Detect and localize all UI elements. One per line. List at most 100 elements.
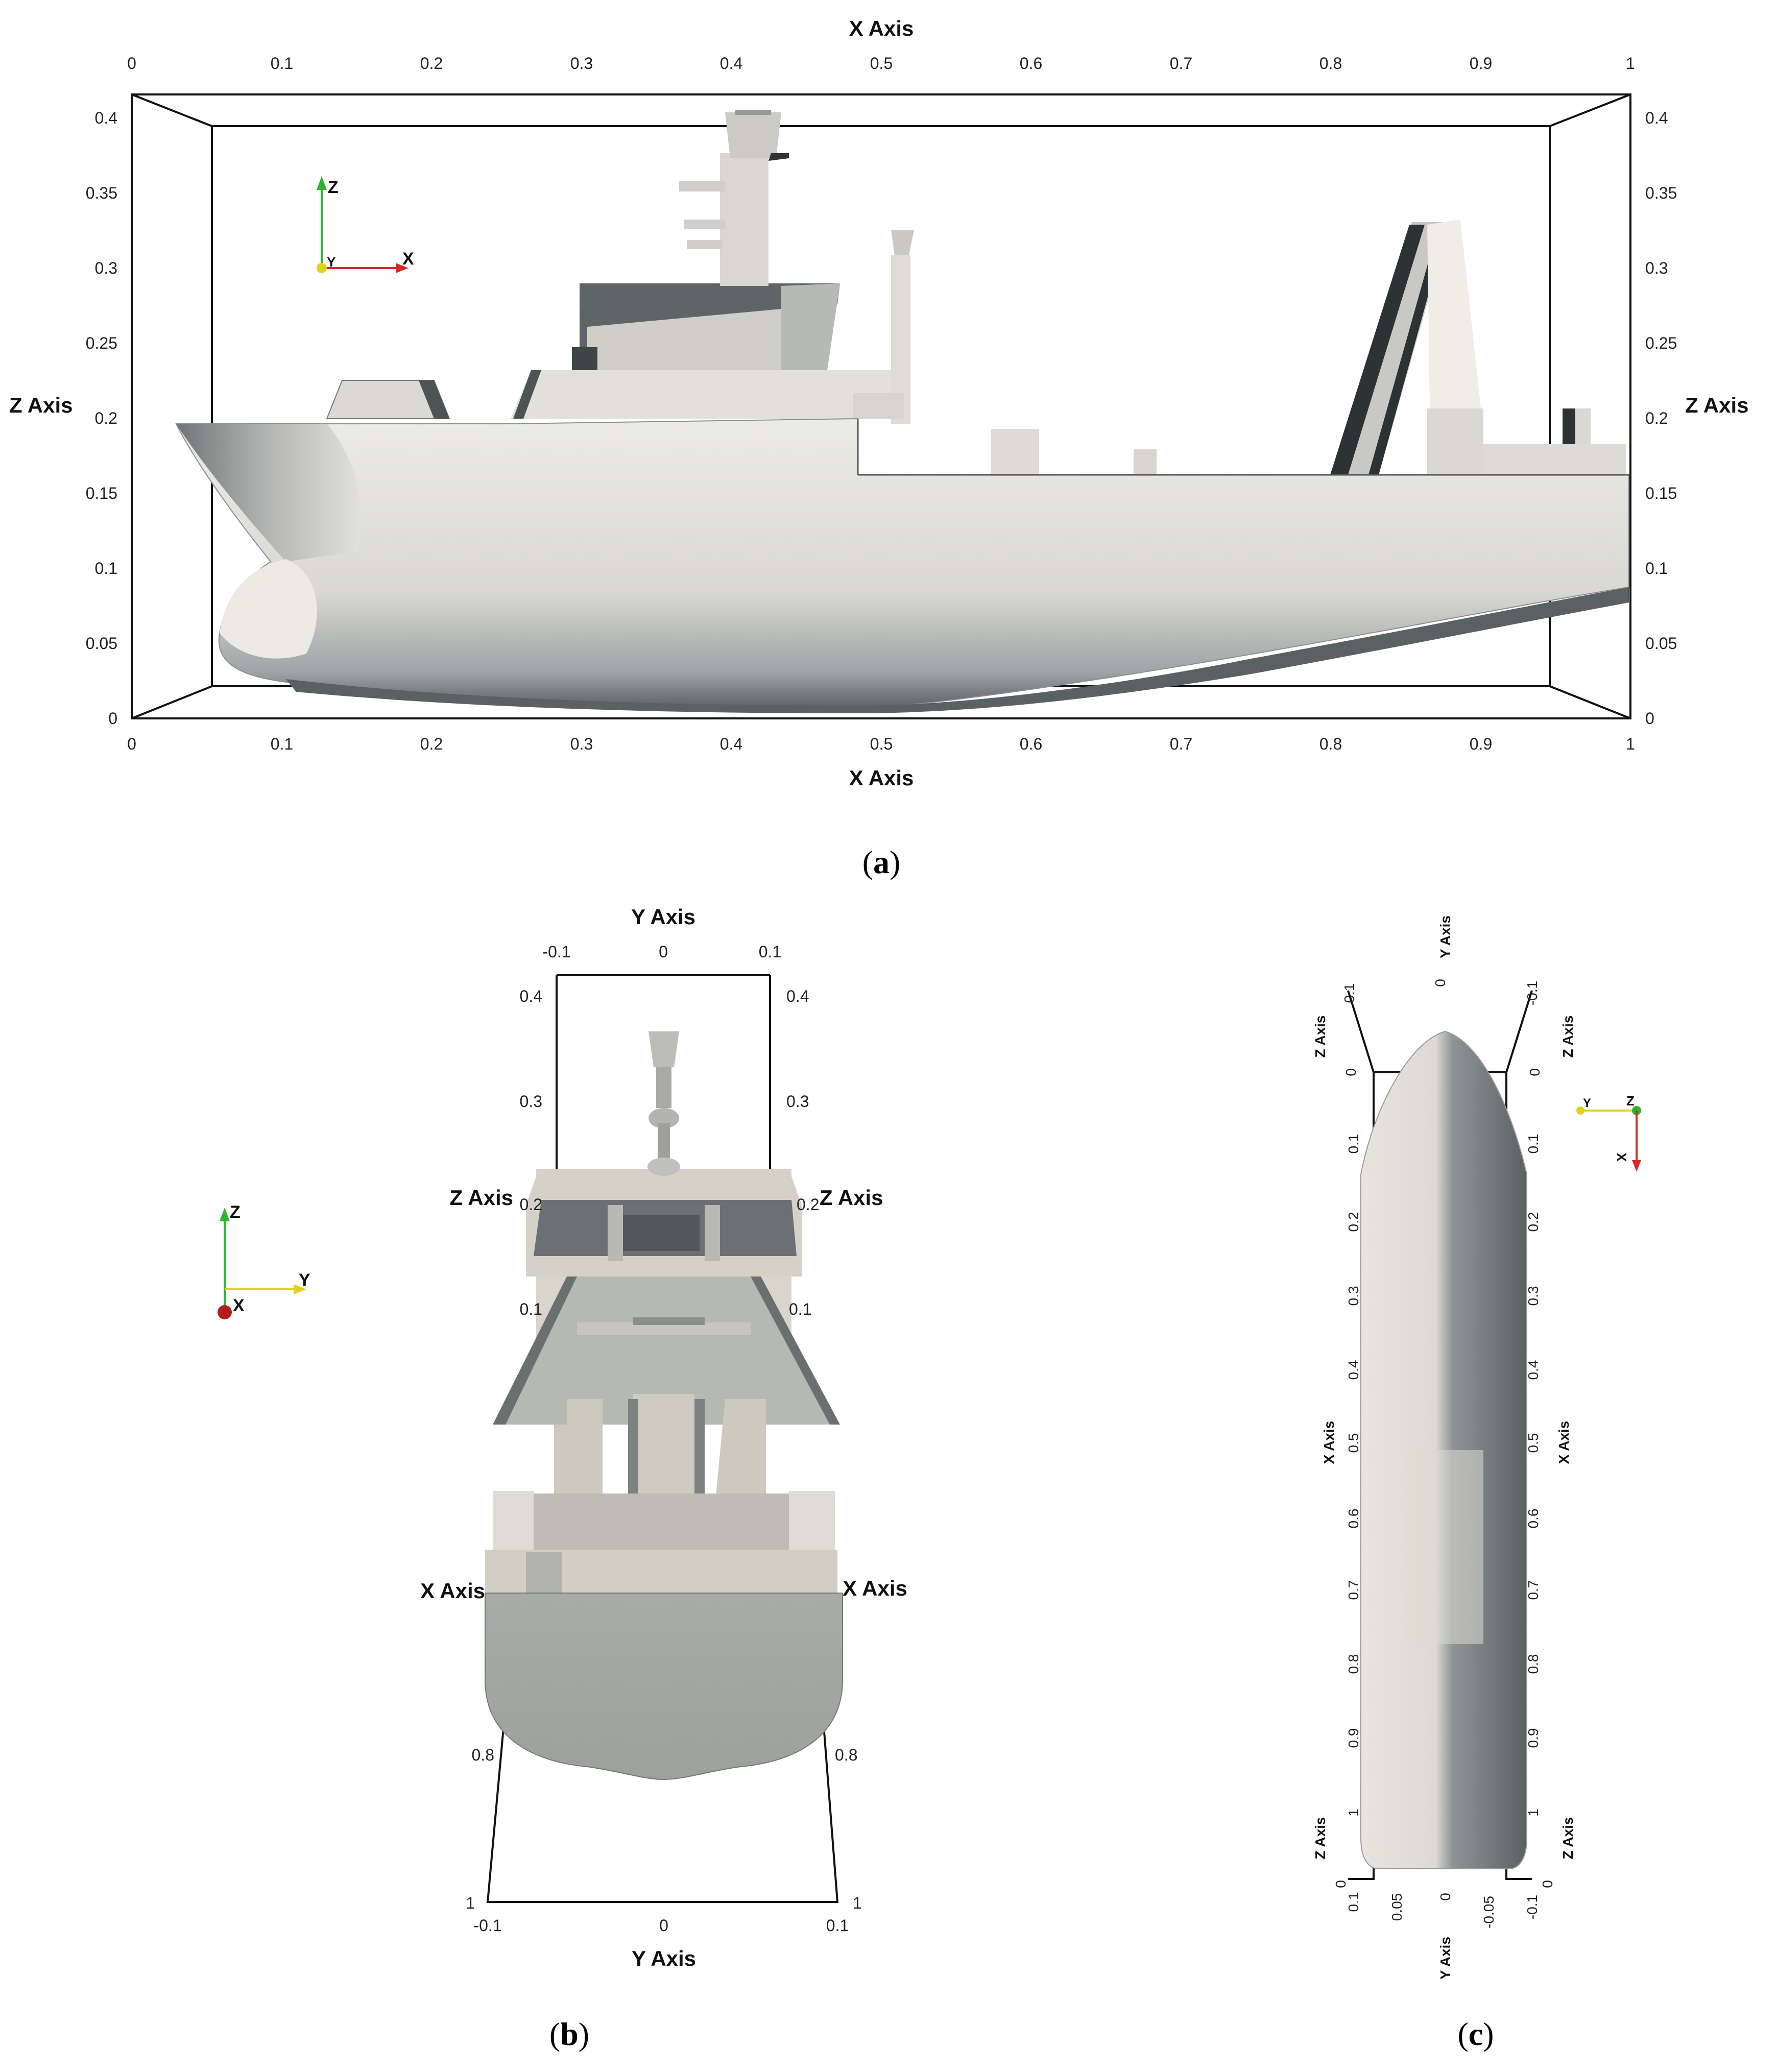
tick-label: 0 — [1527, 1068, 1543, 1076]
tick-label: 1 — [466, 1894, 475, 1912]
panel-a-z-axis-title-left: Z Axis — [9, 393, 73, 417]
tick-label: 0.8 — [1525, 1654, 1541, 1674]
panel-b-caption: (b) — [549, 2016, 589, 2052]
panel-a-top-x-ticks: 0 0.1 0.2 0.3 0.4 0.5 0.6 0.7 0.8 0.9 1 — [127, 54, 1635, 73]
tick-label: 0.1 — [759, 943, 781, 961]
panel-c-right-x-ticks: 0.1 0.2 0.3 0.4 0.5 0.6 0.7 0.8 0.9 1 — [1525, 1134, 1541, 1817]
tick-label: 0 — [127, 54, 136, 73]
tick-label: 0.8 — [1346, 1654, 1361, 1674]
panel-c-z-axis-title-top-right: Z Axis — [1560, 1016, 1576, 1058]
tick-label: 0.4 — [786, 987, 809, 1005]
panel-c-y-axis-title-top: Y Axis — [1437, 915, 1453, 958]
ship-side-model — [175, 110, 1629, 714]
hull-shape — [175, 418, 1629, 708]
tick-label: 0.35 — [1645, 184, 1677, 202]
panel-a-x-axis-title-top: X Axis — [849, 16, 914, 40]
tick-label: 0 — [1432, 979, 1448, 987]
tick-label: 0.3 — [95, 259, 117, 277]
tick-label: 0.6 — [1346, 1509, 1361, 1529]
tick-label: 0.6 — [1020, 54, 1042, 73]
tick-label: 0.4 — [1645, 109, 1668, 127]
panel-a-z-axis-title-right: Z Axis — [1685, 393, 1748, 417]
tick-label: 0.15 — [1645, 484, 1677, 502]
tick-label: 0.1 — [826, 1916, 849, 1935]
tick-label: 1 — [1525, 1809, 1541, 1817]
tick-label: 0.6 — [1020, 735, 1042, 753]
panel-b-front-view: -0.1 0 0.1 Y Axis 0.4 0.3 0.2 0.1 0.4 0.… — [218, 905, 907, 2052]
tick-label: 0.9 — [1346, 1728, 1361, 1748]
hull-front-shape — [485, 1593, 843, 1780]
tick-label: 0 — [1645, 709, 1654, 728]
panel-c-z-axis-title-bottom-left: Z Axis — [1312, 1817, 1328, 1860]
panel-b-axis-triad-icon: Z Y X — [218, 1202, 310, 1319]
tick-label: 0.1 — [789, 1300, 811, 1318]
tick-label: 0.6 — [1525, 1509, 1541, 1529]
panel-b-x-axis-title-right: X Axis — [843, 1576, 907, 1600]
tick-label: 0.3 — [1645, 259, 1668, 277]
tick-label: 0.1 — [1341, 983, 1357, 1003]
tick-label: 0.1 — [520, 1300, 542, 1318]
tick-label: 0.9 — [1525, 1728, 1541, 1748]
tick-label: 0.25 — [1645, 334, 1677, 352]
tick-label: 0 — [1343, 1068, 1359, 1076]
tick-label: 0.05 — [1645, 634, 1677, 653]
panel-c-z-axis-title-bottom-right: Z Axis — [1560, 1817, 1576, 1860]
tick-label: 0.1 — [1525, 1134, 1541, 1154]
tick-label: 0.2 — [95, 409, 117, 427]
tick-label: 0.4 — [1525, 1360, 1541, 1380]
tick-label: 0.4 — [520, 987, 542, 1005]
panel-b-x-axis-title-left: X Axis — [420, 1579, 485, 1603]
tick-label: 0 — [659, 943, 668, 961]
tick-label: 0.1 — [1346, 1892, 1361, 1912]
tick-label: 0 — [1540, 1880, 1555, 1888]
tick-label: 0.15 — [86, 484, 117, 502]
tick-label: 0.8 — [1319, 54, 1342, 73]
panel-c-caption: (c) — [1457, 2016, 1494, 2052]
tick-label: 0.2 — [420, 54, 443, 73]
tick-label: 0.5 — [1525, 1433, 1541, 1453]
tick-label: 1 — [1626, 735, 1635, 753]
panel-a-left-z-ticks: 0 0.05 0.1 0.15 0.2 0.25 0.3 0.35 0.4 — [86, 109, 117, 728]
tick-label: 1 — [1346, 1809, 1361, 1817]
tick-label: 0.2 — [1645, 409, 1668, 427]
tick-label: 0.3 — [520, 1092, 542, 1111]
panel-c-bottom-y-ticks: 0.1 0.05 0 -0.05 -0.1 — [1346, 1892, 1540, 1929]
tick-label: 0.35 — [86, 184, 117, 202]
tick-label: 0.3 — [1525, 1286, 1541, 1306]
tick-label: 0.2 — [1346, 1212, 1361, 1232]
panel-a-frame — [131, 93, 1631, 719]
panel-b-top-y-ticks: -0.1 0 0.1 — [542, 943, 781, 961]
tick-label: 0.05 — [86, 634, 117, 653]
tick-label: 0.2 — [1525, 1212, 1541, 1232]
tick-label: -0.1 — [1524, 981, 1540, 1005]
tick-label: 0.4 — [95, 109, 117, 127]
tick-label: 0 — [108, 709, 117, 728]
panel-b-top-frame — [556, 974, 771, 1169]
panel-b-bottom-frame — [486, 1705, 839, 1903]
tick-label: 0.2 — [797, 1195, 819, 1214]
panel-b-z-ticks: 0.4 0.3 0.2 0.1 0.4 0.3 0.2 0.1 — [520, 987, 820, 1318]
tick-label: 0.8 — [835, 1746, 857, 1764]
panel-c-left-x-ticks: 0.1 0.2 0.3 0.4 0.5 0.6 0.7 0.8 0.9 1 — [1346, 1134, 1361, 1817]
triad-label: X — [1614, 1152, 1629, 1162]
panel-c-top-y-ticks: 0.1 0 -0.1 — [1341, 979, 1540, 1005]
panel-a-bottom-x-ticks: 0 0.1 0.2 0.3 0.4 0.5 0.6 0.7 0.8 0.9 1 — [127, 735, 1635, 753]
triad-label: X — [402, 249, 414, 269]
tick-label: 0.3 — [570, 54, 593, 73]
triad-label: Y — [327, 254, 335, 270]
panel-a-caption: (a) — [862, 844, 901, 880]
panel-a-side-view: 0 0.1 0.2 0.3 0.4 0.5 0.6 0.7 0.8 0.9 1 … — [9, 16, 1748, 880]
tick-label: 0.3 — [570, 735, 593, 753]
tick-label: 0.1 — [1346, 1134, 1361, 1154]
tick-label: 0.3 — [1346, 1286, 1361, 1306]
tick-label: 0.4 — [1346, 1360, 1361, 1380]
tick-label: 0.9 — [1470, 54, 1492, 73]
triad-label: Y — [299, 1270, 310, 1290]
tick-label: 0.5 — [1346, 1433, 1361, 1453]
triad-label: Z — [328, 178, 339, 197]
triad-label: Z — [1626, 1093, 1635, 1109]
tick-label: 0.05 — [1389, 1893, 1405, 1921]
panel-c-z-ticks: 0 0 0 0 — [1333, 1068, 1555, 1888]
tick-label: 0.7 — [1525, 1580, 1541, 1600]
